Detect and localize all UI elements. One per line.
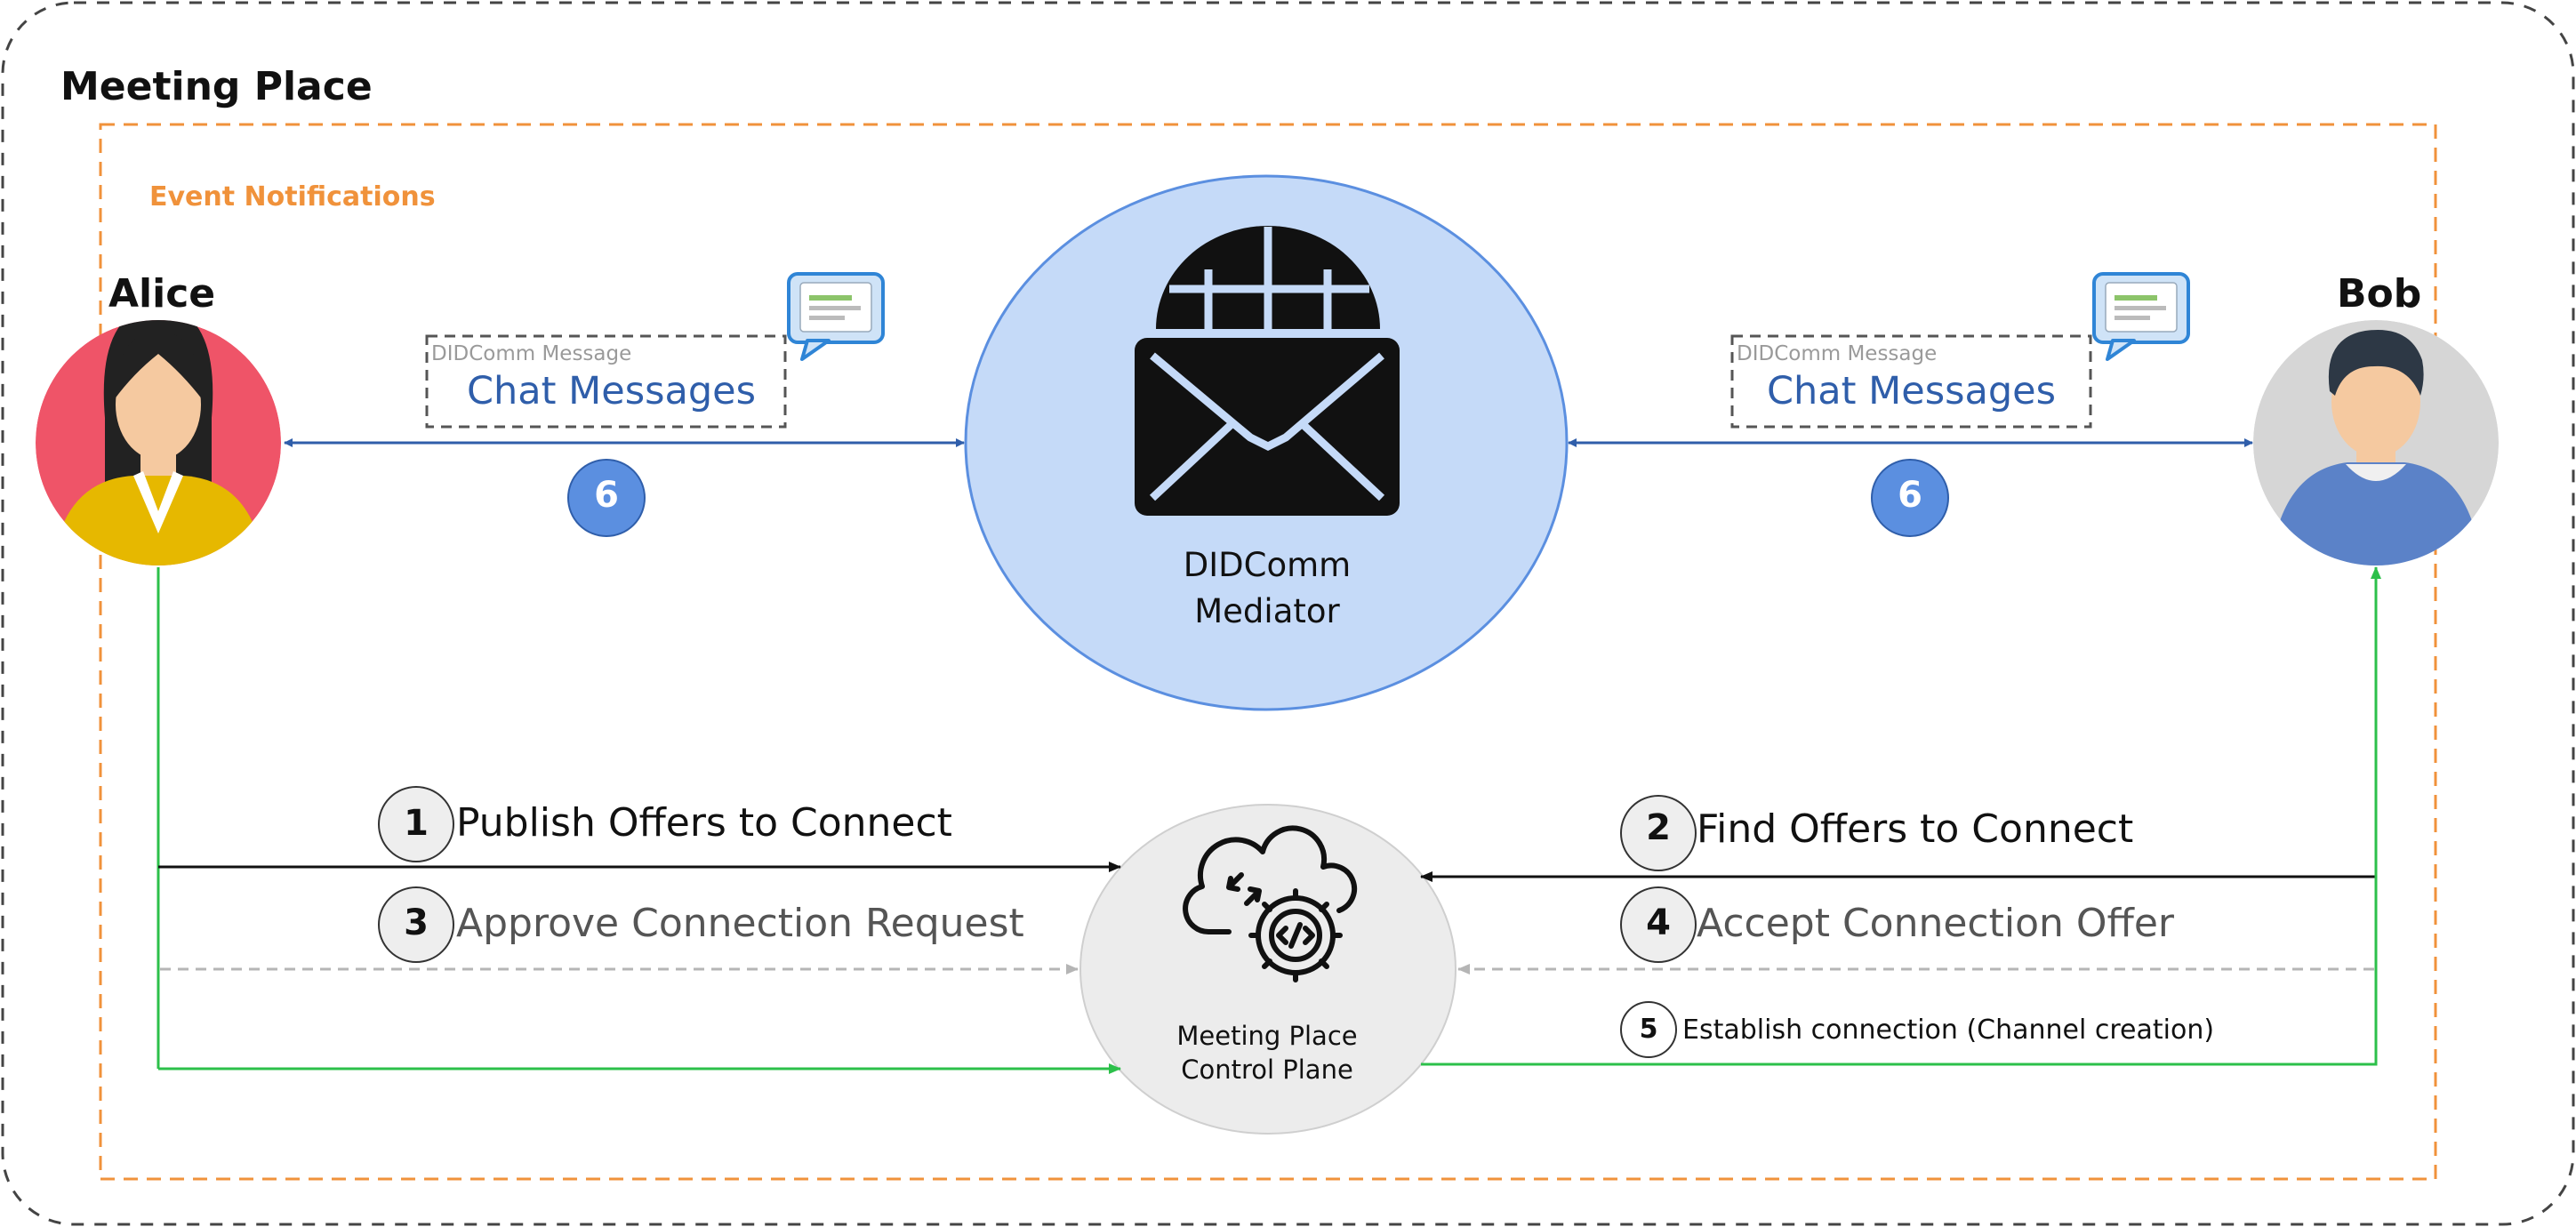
- control-plane-node: [1079, 804, 1457, 1135]
- right-message-label: Chat Messages: [1767, 369, 2057, 413]
- chat-bubble-icon: [787, 272, 885, 361]
- bob-label: Bob: [2337, 271, 2422, 317]
- step6-right-badge: [1871, 459, 1949, 537]
- step5-badge: [1620, 1001, 1677, 1058]
- control-plane-label-line1: Meeting Place: [1176, 1021, 1358, 1051]
- right-message-type: DIDComm Message: [1737, 342, 1938, 365]
- step1-number: 1: [404, 803, 429, 844]
- cloud-gear-icon: [1183, 825, 1358, 982]
- step6-right-number: 6: [1898, 475, 1922, 516]
- left-message-type: DIDComm Message: [431, 342, 632, 365]
- diagram-title: Meeting Place: [60, 64, 373, 109]
- bob-avatar: [2253, 320, 2499, 565]
- mediator-label-line2: Mediator: [1194, 592, 1340, 630]
- step4-badge: [1620, 886, 1697, 963]
- step2-label: Find Offers to Connect: [1697, 806, 2134, 852]
- chat-bubble-icon: [2092, 272, 2190, 361]
- alice-avatar: [36, 320, 281, 565]
- step6-left-badge: [567, 459, 646, 537]
- step2-number: 2: [1646, 807, 1671, 848]
- left-message-box: [425, 334, 787, 429]
- establish-connection-arrow: [1421, 566, 2381, 1066]
- step4-label: Accept Connection Offer: [1697, 901, 2175, 946]
- step2-badge: [1620, 795, 1697, 871]
- step6-left-number: 6: [594, 475, 619, 516]
- mail-globe-icon: [1135, 226, 1400, 516]
- event-notifications-boundary: [99, 123, 2437, 1181]
- control-plane-label-line2: Control Plane: [1181, 1055, 1353, 1085]
- step4-number: 4: [1646, 902, 1671, 943]
- step3-label: Approve Connection Request: [456, 901, 1024, 946]
- right-message-box: [1730, 334, 2092, 429]
- step1-badge: [378, 786, 454, 862]
- alice-label: Alice: [108, 271, 216, 317]
- step5-label: Establish connection (Channel creation): [1682, 1014, 2215, 1046]
- mediator-label-line1: DIDComm: [1183, 546, 1352, 584]
- step1-label: Publish Offers to Connect: [456, 800, 952, 846]
- step5-number: 5: [1639, 1014, 1658, 1045]
- left-message-label: Chat Messages: [467, 369, 757, 413]
- step3-number: 3: [404, 902, 429, 943]
- step3-badge: [378, 886, 454, 963]
- event-notifications-label: Event Notifications: [149, 181, 436, 213]
